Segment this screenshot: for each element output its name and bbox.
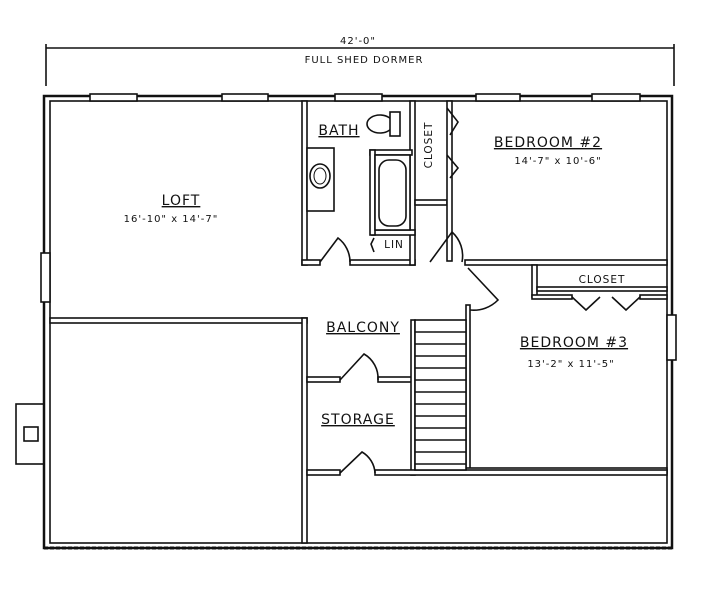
sink-icon [306,147,335,212]
bedroom3-closet-label: CLOSET [579,274,626,286]
stairs[interactable] [414,319,467,471]
balcony-label: BALCONY [326,320,400,336]
chimney [15,403,45,465]
overall-dimension: 42'-0" [340,36,376,47]
loft-size: 16'-10" x 14'-7" [124,214,219,225]
bedroom3-label: BEDROOM #3 [520,335,628,351]
bath-label: BATH [318,123,359,139]
storage-label: STORAGE [321,412,395,428]
windows [40,93,677,361]
plan-subtitle: FULL SHED DORMER [305,55,424,66]
linen-label: LIN [384,239,404,251]
bedroom2-label: BEDROOM #2 [494,135,602,151]
bedroom3-size: 13'-2" x 11'-5" [527,359,614,370]
bedroom2-size: 14'-7" x 10'-6" [514,156,601,167]
dimension-line [45,44,675,86]
loft-label: LOFT [162,193,201,209]
doors [319,107,641,474]
interior-walls [49,100,668,544]
toilet-icon [366,111,401,137]
hall-closet-label: CLOSET [423,122,435,169]
bathtub-icon [374,154,411,231]
